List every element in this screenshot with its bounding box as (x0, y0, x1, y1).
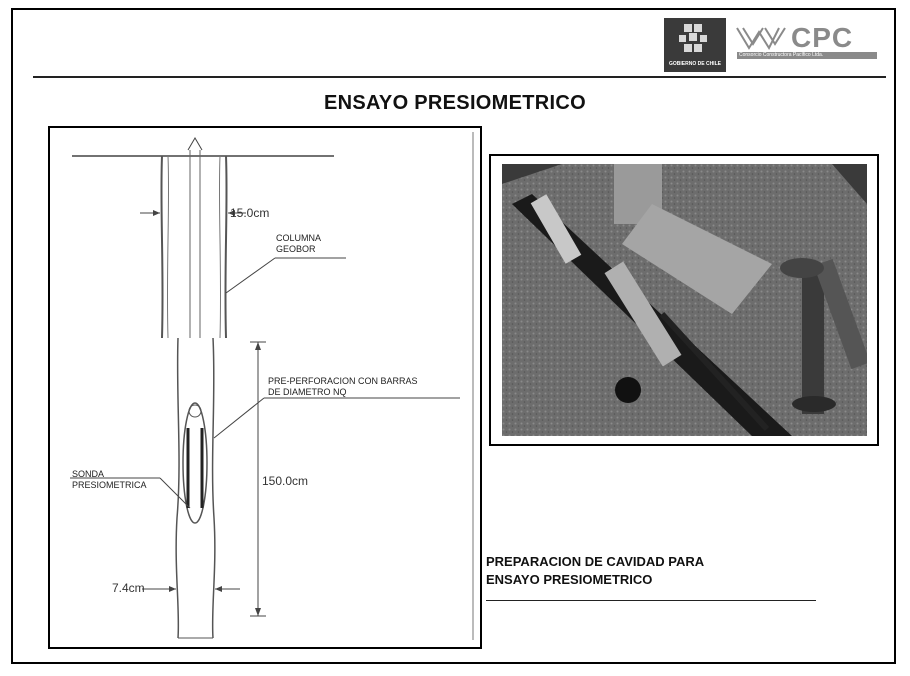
photo-frame (489, 154, 879, 446)
vertical-divider (472, 132, 474, 640)
field-photo (502, 164, 867, 436)
cpc-waves-icon (736, 27, 786, 51)
cpc-logo: CPC Consorcio Constructora Pacífico Ltda… (735, 22, 879, 62)
caption-underline (486, 600, 816, 601)
gobierno-de-chile-logo: GOBIERNO DE CHILE (664, 18, 726, 72)
dim-length-label: 150.0cm (262, 474, 309, 488)
label-sonda-2: PRESIOMETRICA (72, 480, 147, 490)
photo-caption: PREPARACION DE CAVIDAD PARA ENSAYO PRESI… (486, 553, 704, 589)
borehole-drawing (70, 137, 460, 639)
cpc-logo-text: CPC (791, 22, 854, 53)
dim-hole-label: 7.4cm (112, 581, 145, 595)
field-photo-image (502, 164, 867, 436)
caption-line-2: ENSAYO PRESIOMETRICO (486, 572, 653, 587)
cpc-logo-subtext: Consorcio Constructora Pacífico Ltda. (739, 52, 824, 58)
slide-frame (11, 8, 896, 664)
label-columna-1: COLUMNA (276, 233, 322, 243)
header-rule (33, 76, 886, 78)
label-sonda-1: SONDA (72, 469, 105, 479)
gobierno-logo-text: GOBIERNO DE CHILE (669, 61, 721, 67)
caption-line-1: PREPARACION DE CAVIDAD PARA (486, 554, 705, 569)
label-preperf-1: PRE-PERFORACION CON BARRAS (268, 376, 418, 386)
gobierno-emblem-icon (664, 18, 726, 72)
label-preperf-2: DE DIAMETRO NQ (268, 387, 347, 397)
label-columna-2: GEOBOR (276, 244, 316, 254)
dim-casing-label: 15.0cm (230, 206, 270, 220)
page-title: ENSAYO PRESIOMETRICO (324, 92, 586, 114)
borehole-diagram: 15.0cm COLUMNA GEOBOR PRE-PERFORACION CO… (48, 126, 482, 649)
